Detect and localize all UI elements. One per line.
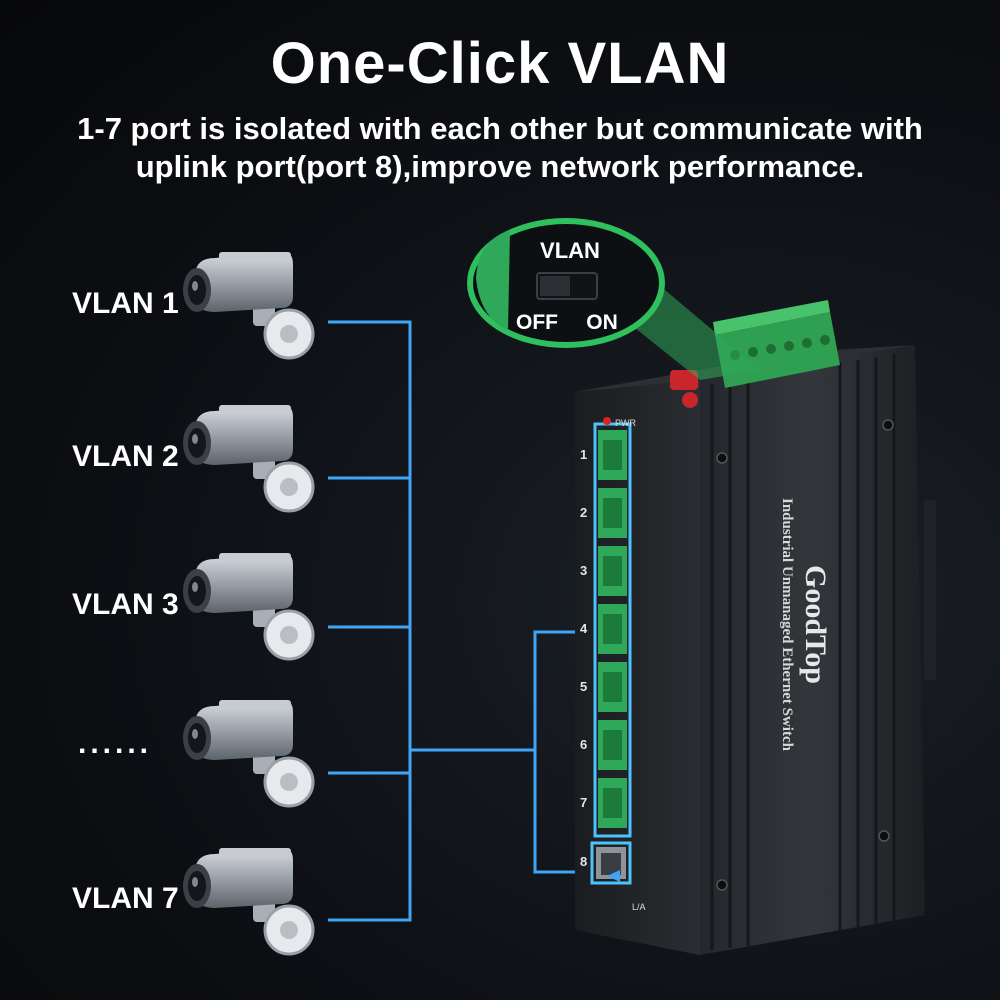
rj45-port-2[interactable]	[598, 488, 627, 538]
subtitle-line-1: 1-7 port is isolated with each other but…	[77, 111, 923, 146]
camera-icon	[181, 698, 315, 808]
port-number: 7	[580, 795, 587, 810]
rj45-port-8[interactable]	[596, 847, 626, 879]
vlan-label: VLAN 3	[72, 588, 179, 621]
rj45-port-1[interactable]	[598, 430, 627, 480]
device-model: Industrial Unmanaged Ethernet Switch	[779, 498, 795, 752]
port-number: 3	[580, 563, 587, 578]
uplink-arrow-icon	[607, 870, 620, 882]
page-title: One-Click VLAN	[270, 31, 730, 96]
dip-switch-on-label: ON	[586, 311, 618, 334]
port-number: 8	[580, 854, 587, 869]
subtitle: 1-7 port is isolated with each other but…	[40, 110, 960, 186]
link-activity-label: L/A	[632, 902, 646, 912]
vlan-label: VLAN 7	[72, 882, 179, 915]
subtitle-line-2: uplink port(port 8),improve network perf…	[135, 149, 865, 184]
vlan-label: ......	[78, 727, 153, 760]
camera-icon	[181, 403, 315, 513]
rj45-port-3[interactable]	[598, 546, 627, 596]
vlan-label: VLAN 1	[72, 287, 179, 320]
dip-switch-off-label: OFF	[516, 311, 558, 334]
vlan-dip-switch-callout	[467, 218, 760, 380]
port-highlight-frame	[590, 422, 632, 885]
vlan-label: VLAN 2	[72, 440, 179, 473]
dip-switch-title: VLAN	[540, 238, 600, 263]
camera-icon	[181, 846, 315, 956]
power-led	[603, 417, 611, 425]
rj45-port-7[interactable]	[598, 778, 627, 828]
port-number: 2	[580, 505, 587, 520]
port-number: 5	[580, 679, 587, 694]
port-number: 1	[580, 447, 587, 462]
camera-icon	[181, 551, 315, 661]
port-number: 6	[580, 737, 587, 752]
rj45-port-5[interactable]	[598, 662, 627, 712]
vlan-link-lines	[328, 320, 612, 922]
brand-name: GoodTop	[799, 565, 832, 684]
pwr-label: PWR	[615, 418, 636, 428]
rj45-port-4[interactable]	[598, 604, 627, 654]
camera-icon	[181, 250, 315, 360]
rj45-port-6[interactable]	[598, 720, 627, 770]
port-number: 4	[580, 621, 588, 636]
